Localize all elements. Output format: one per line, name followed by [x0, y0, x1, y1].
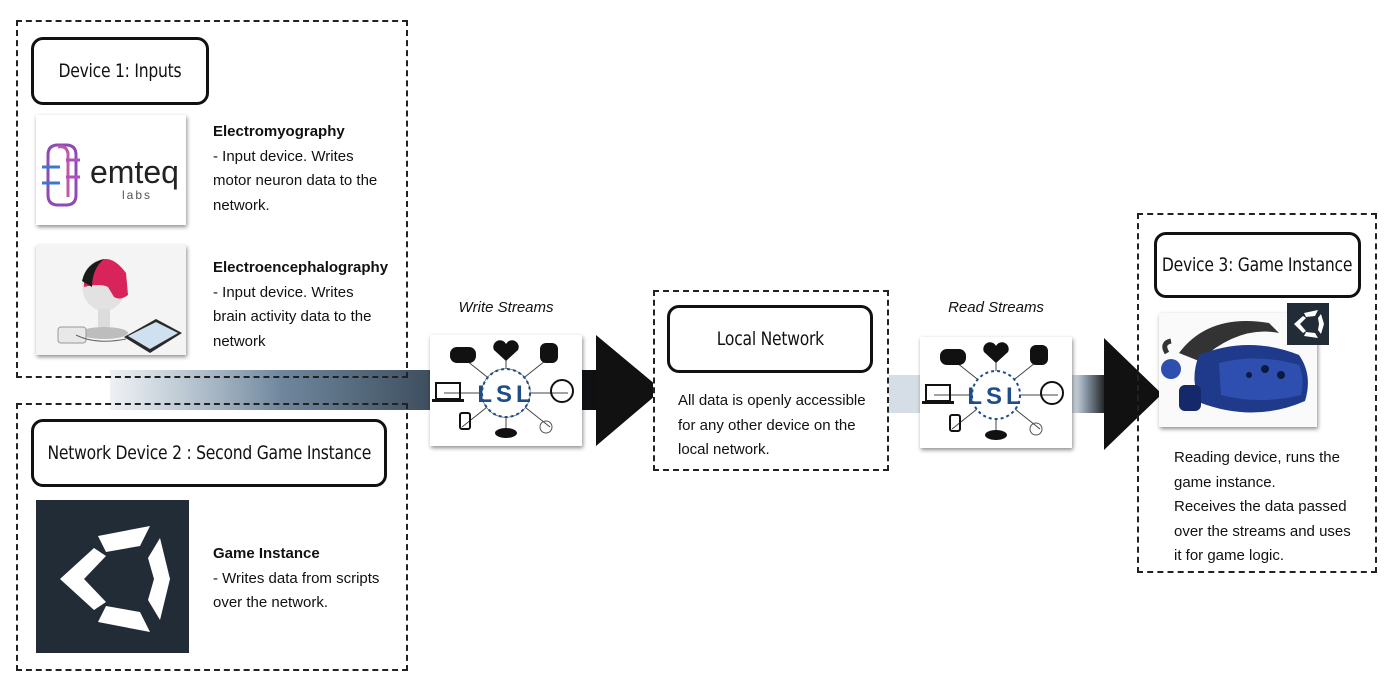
eeg-desc-line: brain activity data to the — [213, 308, 372, 325]
emg-description: Electromyography - Input device. Writes … — [213, 120, 403, 218]
device2-title: Network Device 2 : Second Game Instance — [47, 442, 371, 464]
laptop-icon — [435, 382, 461, 400]
lsl-write-diagram: LSL — [432, 340, 574, 438]
network-desc-line: for any other device on the — [678, 416, 856, 434]
phone-icon — [949, 414, 961, 432]
laptop-icon — [925, 384, 951, 402]
unity-logo-large — [36, 500, 189, 653]
device3-desc-line: over the streams and uses — [1174, 522, 1351, 540]
device3-desc-line: game instance. — [1174, 473, 1276, 491]
read-streams-label: Read Streams — [948, 299, 1044, 316]
game-instance-name: Game Instance — [213, 545, 320, 562]
eeg-desc-line: - Input device. Writes — [213, 283, 354, 301]
unity-icon — [60, 526, 170, 632]
local-network-description: All data is openly accessible for any ot… — [678, 389, 883, 463]
device1-title-box: Device 1: Inputs — [31, 37, 209, 105]
muscle-icon — [1030, 345, 1048, 365]
lsl-read-text: LSL — [967, 383, 1024, 410]
device2-title-box: Network Device 2 : Second Game Instance — [31, 419, 387, 487]
lsl-read-card: LSL — [920, 337, 1072, 448]
device1-panel — [16, 20, 408, 378]
eeg-head-icon — [1040, 381, 1064, 405]
lsl-write-card: LSL — [430, 335, 582, 446]
eeg-head-icon — [550, 379, 574, 403]
gamepad-icon — [450, 347, 476, 363]
emg-name: Electromyography — [213, 123, 345, 140]
local-network-title-box: Local Network — [667, 305, 873, 373]
device1-title: Device 1: Inputs — [58, 60, 182, 82]
unity-logo-small — [1287, 303, 1329, 345]
unity-icon — [1294, 310, 1324, 338]
emteq-subword: labs — [122, 188, 152, 202]
device3-desc-line: Reading device, runs the — [1174, 449, 1340, 466]
lsl-write-text: LSL — [477, 381, 534, 408]
device2-panel — [16, 403, 408, 671]
write-arrow-head — [596, 335, 662, 446]
lsl-read-diagram: LSL — [922, 342, 1064, 440]
write-streams-label: Write Streams — [458, 299, 554, 316]
eeg-description: Electroencephalography - Input device. W… — [213, 256, 403, 354]
eeg-device-card — [36, 245, 186, 355]
eye-icon — [495, 428, 517, 438]
eeg-name: Electroencephalography — [213, 259, 389, 276]
device3-desc-line: Receives the data passed — [1174, 498, 1347, 515]
device2-desc-line: over the network. — [213, 594, 329, 611]
read-arrow-body — [1070, 375, 1108, 413]
local-network-title: Local Network — [716, 328, 824, 350]
eeg-headset-image — [36, 245, 186, 355]
emteq-logo-card: emteq labs — [36, 115, 186, 225]
heart-icon — [983, 342, 1009, 363]
emg-desc-line: network. — [213, 196, 270, 214]
device3-title: Device 3: Game Instance — [1162, 254, 1353, 276]
heart-icon — [493, 340, 519, 361]
network-desc-line: local network. — [678, 441, 770, 458]
gamepad-icon — [940, 349, 966, 365]
eeg-desc-line: network — [213, 332, 266, 350]
phone-icon — [459, 412, 471, 430]
eye-icon — [985, 430, 1007, 440]
device3-title-box: Device 3: Game Instance — [1154, 232, 1361, 298]
device3-desc-line: it for game logic. — [1174, 547, 1285, 564]
device3-panel — [1137, 213, 1377, 573]
network-desc-line: All data is openly accessible — [678, 392, 866, 409]
muscle-icon — [540, 343, 558, 363]
emg-desc-line: motor neuron data to the — [213, 172, 378, 189]
emteq-logo: emteq labs — [42, 115, 186, 207]
device2-description: Game Instance - Writes data from scripts… — [213, 542, 403, 616]
read-arrow-head — [1104, 338, 1162, 450]
device3-description: Reading device, runs the game instance. … — [1174, 446, 1374, 569]
emteq-wordmark: emteq — [90, 154, 179, 190]
emg-desc-line: - Input device. Writes — [213, 147, 354, 165]
device2-desc-line: - Writes data from scripts — [213, 569, 380, 587]
